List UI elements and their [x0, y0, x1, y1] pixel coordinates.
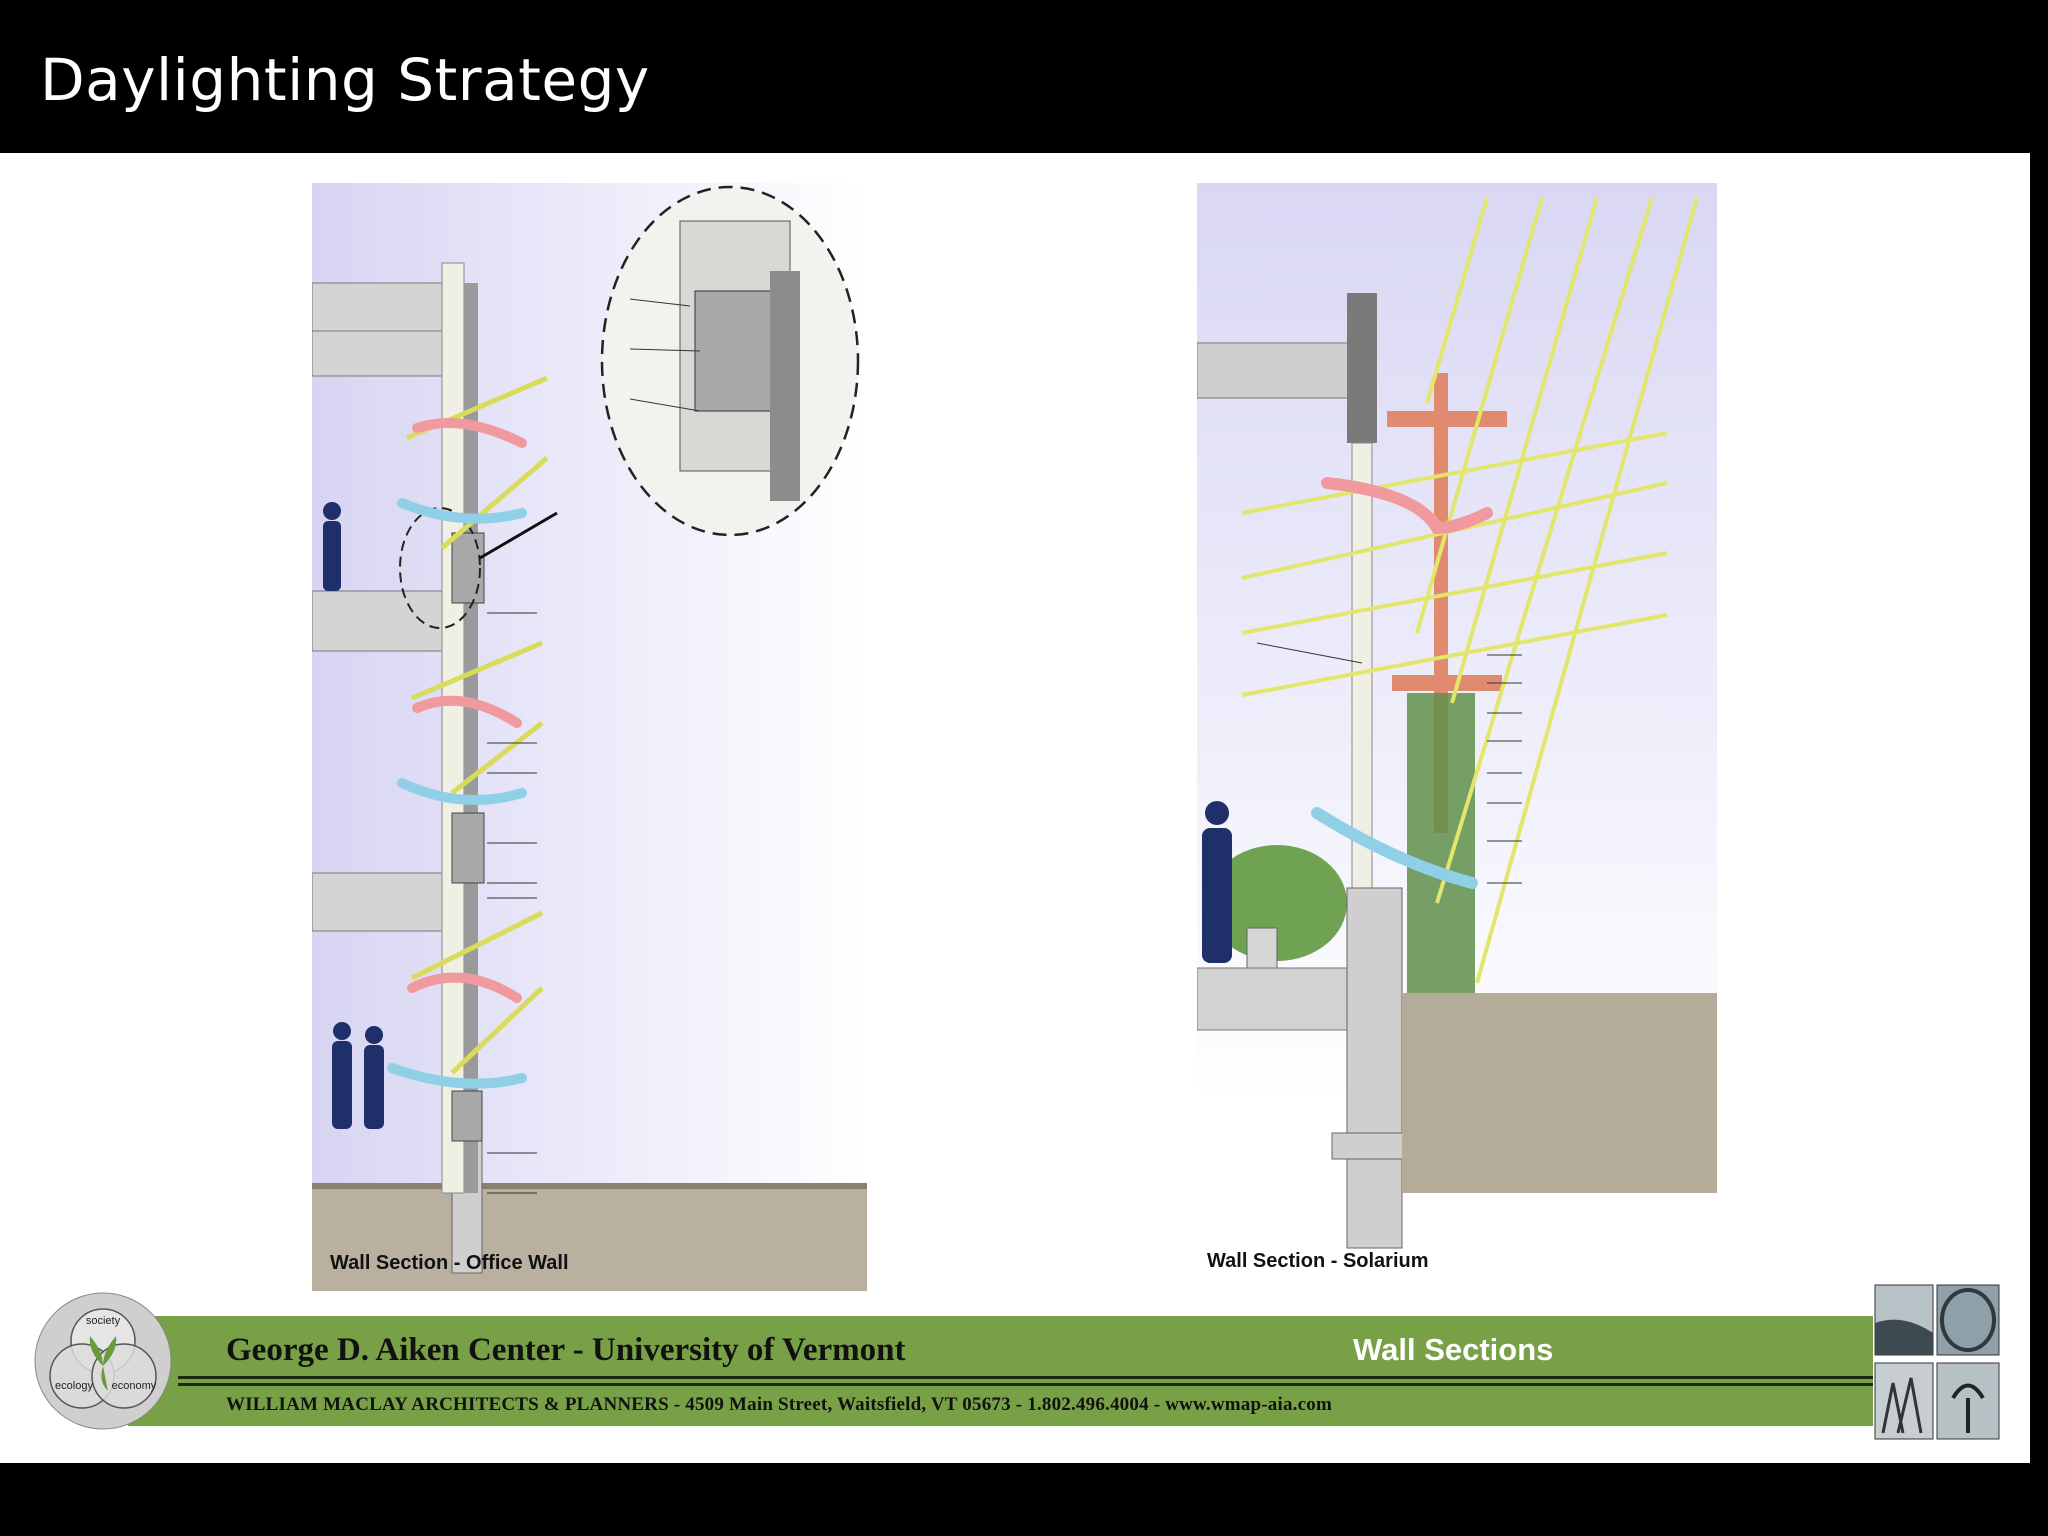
logo-label-economy: economy	[112, 1380, 157, 1392]
title-block-band: George D. Aiken Center - University of V…	[128, 1316, 1873, 1426]
logo-label-society: society	[86, 1315, 121, 1327]
firm-address: WILLIAM MACLAY ARCHITECTS & PLANNERS - 4…	[226, 1394, 1332, 1415]
solarium-drawing	[1197, 197, 1717, 1249]
office-wall-drawing	[312, 262, 867, 1291]
sustainability-logo: society ecology economy	[34, 1292, 172, 1430]
band-divider-bottom	[178, 1383, 1873, 1386]
thumbnail-images	[1874, 1284, 2000, 1440]
solarium-caption: Wall Section - Solarium	[1207, 1250, 1429, 1272]
band-divider-top	[178, 1376, 1873, 1379]
solarium-wall-section	[1197, 183, 1717, 1261]
office-wall-caption: Wall Section - Office Wall	[330, 1252, 569, 1274]
title-bar: Daylighting Strategy	[0, 0, 2048, 152]
window-detail-callout	[600, 185, 860, 537]
project-name: George D. Aiken Center - University of V…	[226, 1332, 906, 1368]
sheet-title: Wall Sections	[1353, 1332, 1554, 1367]
logo-label-ecology: ecology	[55, 1380, 93, 1392]
drawing-sheet: Wall Section - Office Wall Wall Section …	[0, 153, 2030, 1463]
slide-title: Daylighting Strategy	[40, 46, 650, 114]
